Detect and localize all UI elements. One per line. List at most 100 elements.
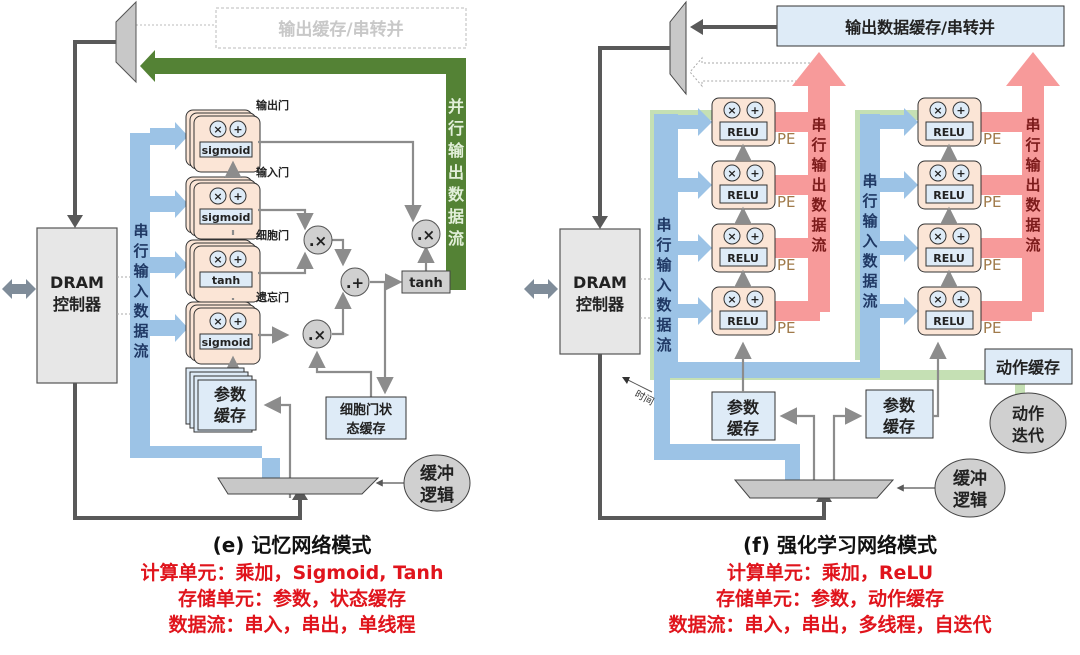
- gate-activation: tanh: [212, 274, 240, 287]
- text-label: 缓冲: [953, 468, 987, 489]
- text-label: 细胞门状: [340, 402, 393, 418]
- text-label: 缓存: [726, 419, 759, 438]
- output-data-buffer: 输出数据缓存/串转并: [776, 5, 1065, 47]
- caption-line-compute: 计算单元：乘加，Sigmoid, Tanh: [141, 561, 444, 584]
- text-label: ×: [933, 167, 942, 180]
- text-label: 出: [448, 163, 464, 182]
- text-label: ×: [213, 123, 222, 136]
- text-label: ×: [727, 230, 736, 243]
- panel-reinforcement-learning: 输出数据缓存/串转并 DRAM 控制器: [524, 0, 1073, 636]
- text-label: 态缓存: [346, 421, 385, 437]
- pe-label: PE: [983, 256, 1002, 274]
- pe-label: PE: [777, 130, 796, 148]
- panel-memory-network: 输出缓存/串转并 并 行 输 出 数 据 流 DRAM 控制器: [2, 0, 471, 636]
- text-label: 行: [810, 136, 826, 154]
- text-label: +: [956, 230, 965, 243]
- text-label: 缓冲: [420, 463, 454, 484]
- serial-input-branches-col1: [670, 108, 712, 325]
- dram-controller: [36, 227, 118, 384]
- pe-activation: RELU: [933, 126, 965, 139]
- text-label: 数: [811, 196, 827, 214]
- output-buffer-box: [215, 7, 467, 49]
- text-label: 并: [448, 97, 464, 116]
- output-mux: [115, 0, 137, 84]
- serial-input-stream: [130, 135, 280, 478]
- cell-state-buffer: 细胞门状 态缓存: [325, 396, 407, 440]
- pe-label: PE: [983, 130, 1002, 148]
- text-label: 据: [811, 216, 826, 234]
- text-label: 缓存: [882, 417, 915, 436]
- add-icon: [746, 290, 764, 308]
- add-icon: [229, 120, 247, 138]
- text-label: DRAM: [573, 273, 627, 292]
- multiply-icon: [929, 227, 947, 245]
- text-label: 入: [656, 276, 671, 294]
- caption-line-compute: 计算单元：乘加，ReLU: [727, 561, 933, 584]
- text-label: +: [233, 315, 242, 328]
- input-mux: [217, 477, 380, 495]
- multiply-icon: [209, 250, 227, 268]
- text-label: 行: [655, 236, 671, 254]
- tanh-box: tanh: [401, 270, 451, 294]
- text-label: 时间: [633, 387, 657, 408]
- text-label: +: [750, 230, 759, 243]
- text-label: 输: [1025, 156, 1041, 174]
- text-label: 行: [1024, 136, 1040, 154]
- text-label: 串: [811, 116, 826, 134]
- multiply-icon: [723, 101, 741, 119]
- text-label: 数: [133, 302, 149, 320]
- text-label: 出: [1025, 176, 1040, 194]
- pe-activation: RELU: [933, 315, 965, 328]
- add-icon: [229, 250, 247, 268]
- pe-activation: RELU: [727, 126, 759, 139]
- multiply-icon: [929, 101, 947, 119]
- action-buffer: 动作缓存: [984, 348, 1073, 385]
- text-label: 输: [448, 141, 465, 160]
- elementwise-mul-3: .×: [411, 219, 441, 249]
- caption-line-dataflow: 数据流：串入，串出，多线程，自迭代: [668, 613, 991, 636]
- text-label: ×: [213, 315, 222, 328]
- text-label: 串: [656, 216, 671, 234]
- caption-line-dataflow: 数据流：串入，串出，单线程: [168, 613, 415, 636]
- gate-activation: sigmoid: [202, 211, 251, 224]
- text-label: 数: [448, 185, 465, 204]
- text-label: ×: [727, 167, 736, 180]
- mux-to-dram-line: [73, 40, 116, 220]
- text-label: 参数: [727, 398, 760, 417]
- pe-activation: RELU: [933, 252, 965, 265]
- text-label: ×: [213, 253, 222, 266]
- text-label: 数: [1025, 196, 1041, 214]
- text-label: 据: [133, 322, 148, 340]
- dram-controller: [559, 228, 641, 355]
- text-label: 输: [811, 156, 827, 174]
- serial-input-label: 串 行 输 入 数 据 流: [132, 222, 149, 360]
- text-label: 控制器: [576, 295, 625, 314]
- text-label: +: [750, 293, 759, 306]
- text-label: 输: [133, 262, 149, 280]
- text-label: 入: [862, 232, 877, 250]
- bidirectional-arrow-icon: [524, 279, 558, 299]
- pe-label: PE: [983, 193, 1002, 211]
- pe-label: PE: [777, 319, 796, 337]
- text-label: 出: [811, 176, 826, 194]
- parallel-output-arrow: [140, 50, 458, 290]
- text-label: 输: [862, 212, 878, 230]
- text-label: ×: [933, 293, 942, 306]
- input-mux: [733, 479, 895, 499]
- text-label: .×: [417, 226, 435, 244]
- elementwise-add: .+: [340, 267, 370, 297]
- serial-input-branches: [150, 122, 188, 342]
- text-label: tanh: [409, 276, 443, 291]
- add-icon: [952, 227, 970, 245]
- gate-label: 遗忘门: [255, 290, 289, 304]
- text-label: 串: [1025, 116, 1040, 134]
- serial-output-stream-col2: [976, 52, 1060, 321]
- add-icon: [952, 164, 970, 182]
- output-buffer-label: 输出缓存/串转并: [278, 19, 403, 40]
